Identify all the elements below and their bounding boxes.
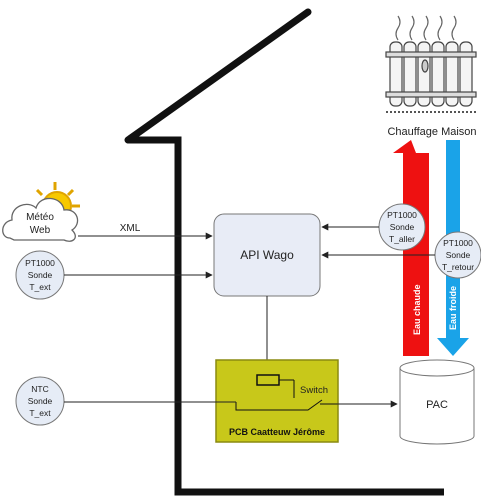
house-outline: [124, 8, 444, 496]
sensor-aller-line2: Sonde: [390, 222, 415, 232]
sensor-ext-line3: T_ext: [29, 282, 51, 292]
hot-water-label: Eau chaude: [412, 284, 422, 335]
sensor-ntc-node: NTC Sonde T_ext: [15, 376, 65, 426]
sensor-retour-line1: PT1000: [443, 238, 473, 248]
cloud-shape: [2, 197, 79, 242]
switch-contact-icon: [235, 399, 323, 411]
sensor-retour-line3: T_retour: [442, 262, 474, 272]
pac-label: PAC: [426, 399, 448, 411]
radiator-icon: [385, 15, 478, 113]
sensor-ext-node: PT1000 Sonde T_ext: [15, 250, 65, 300]
xml-link-label: XML: [120, 223, 141, 234]
meteo-line1: Météo: [26, 212, 54, 223]
sensor-aller-node: PT1000 Sonde T_aller: [378, 203, 426, 251]
sensor-retour-line2: Sonde: [446, 250, 471, 260]
sensor-ntc-line1: NTC: [31, 384, 48, 394]
sensor-ntc-line2: Sonde: [28, 396, 53, 406]
api-label: API Wago: [240, 248, 294, 262]
switch-label: Switch: [300, 385, 328, 396]
pac-cylinder: PAC: [399, 359, 475, 445]
api-wago-box: API Wago: [213, 213, 321, 297]
pcb-label: PCB Caatteuw Jérôme: [229, 427, 325, 437]
sensor-aller-line1: PT1000: [387, 210, 417, 220]
heating-label: Chauffage Maison: [387, 126, 476, 138]
weather-icon: Météo Web: [2, 182, 80, 242]
cold-water-label: Eau froide: [448, 286, 458, 330]
pcb-box: Switch PCB Caatteuw Jérôme: [215, 359, 339, 443]
sensor-aller-line3: T_aller: [389, 234, 415, 244]
meteo-line2: Web: [30, 225, 51, 236]
sensor-ext-line1: PT1000: [25, 258, 55, 268]
heat-waves-icon: [395, 15, 457, 41]
sensor-ntc-line3: T_ext: [29, 408, 51, 418]
sensor-ext-line2: Sonde: [28, 270, 53, 280]
sensor-retour-node: PT1000 Sonde T_retour: [434, 231, 481, 279]
